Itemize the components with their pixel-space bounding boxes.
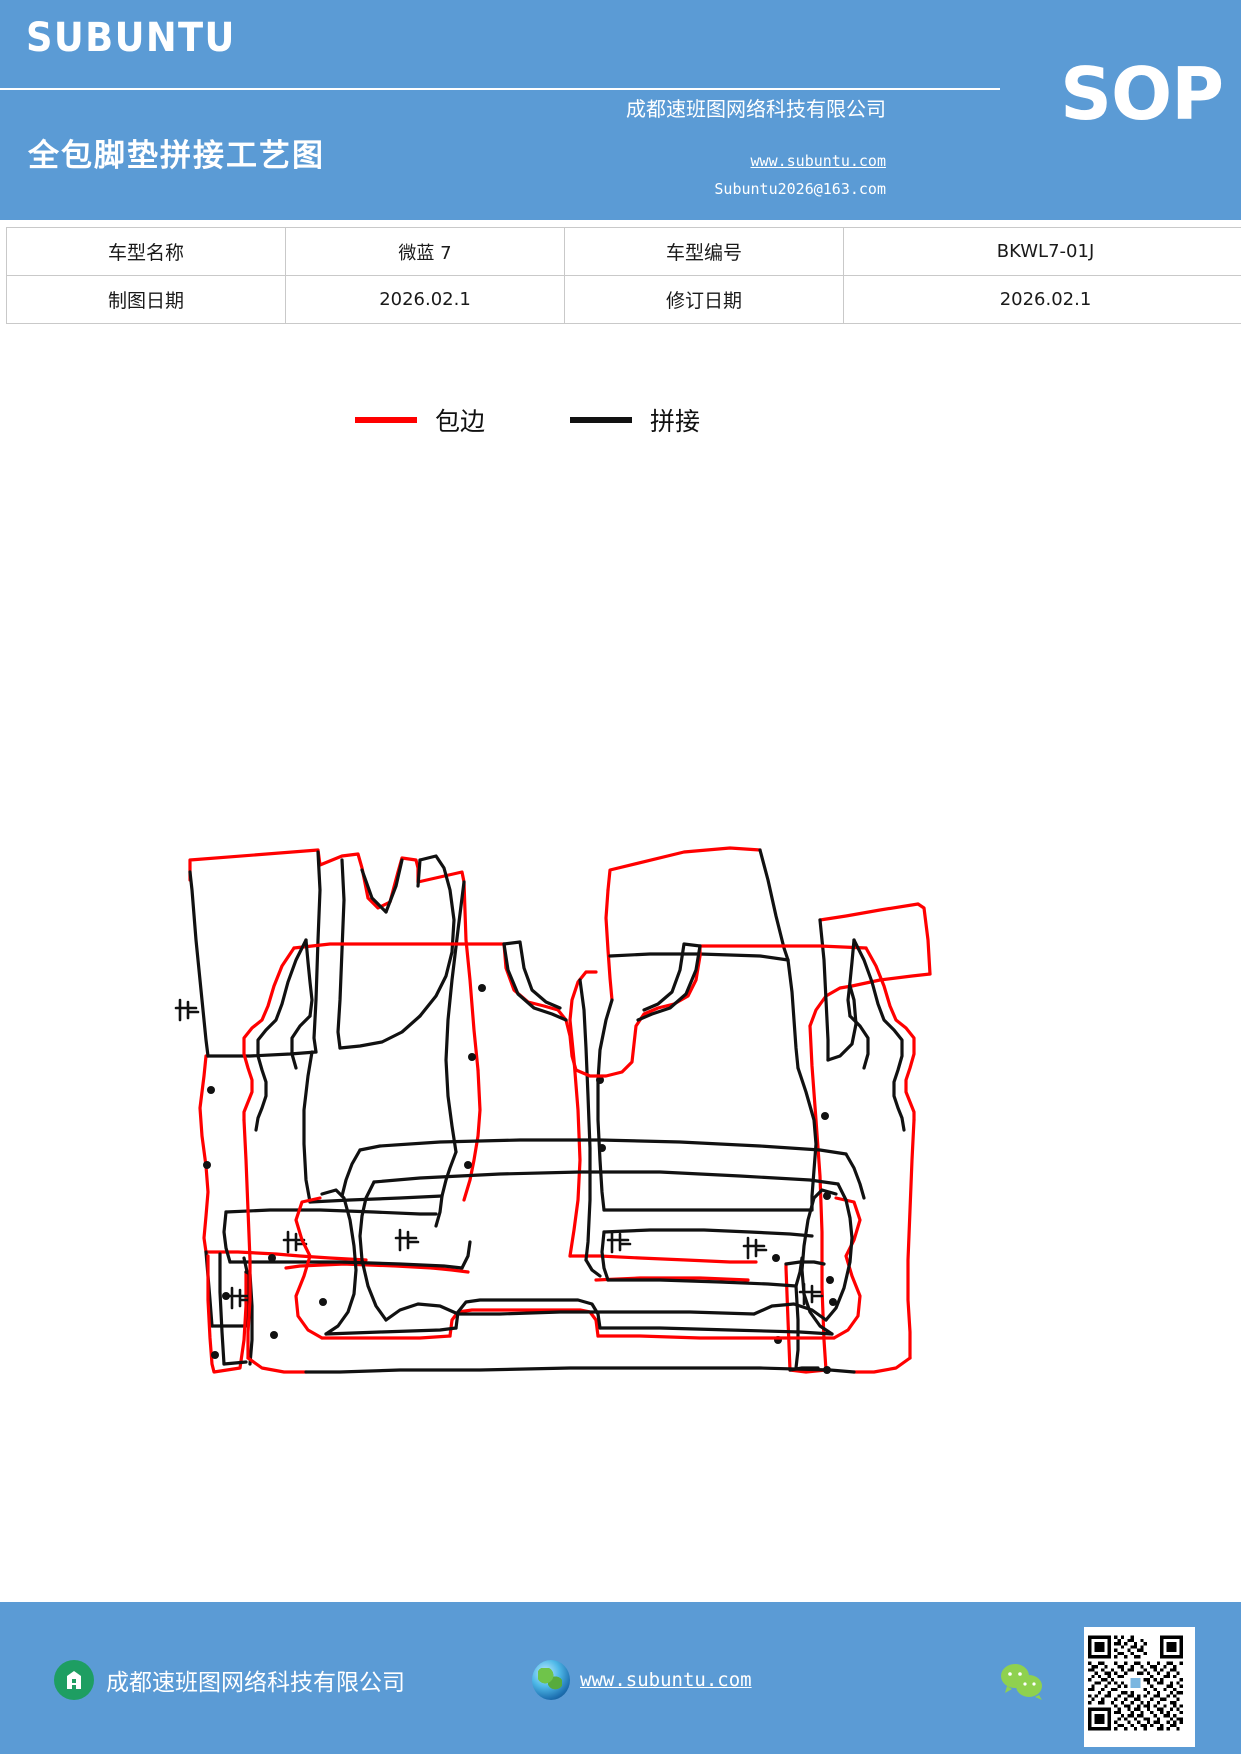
footer-website-link[interactable]: www.subuntu.com: [580, 1669, 752, 1691]
page-header: SUBUNTU 成都速班图网络科技有限公司 全包脚垫拼接工艺图 www.subu…: [0, 0, 1241, 220]
red-line-swatch-icon: [355, 417, 417, 423]
brand-logo: SUBUNTU: [26, 15, 236, 61]
value-draw-date: 2026.02.1: [285, 275, 565, 324]
floor-mat-technical-drawing: [0, 420, 1241, 1400]
rear-mat-seams: [254, 938, 906, 1374]
left-accessory-panel: [206, 1254, 248, 1374]
legend-label-binding: 包边: [435, 409, 486, 436]
globe-icon: [532, 1660, 570, 1700]
legend-item-seam: 拼接: [570, 402, 700, 438]
rivet-dots-trunk: [319, 1298, 837, 1306]
page-footer: 成都速班图网络科技有限公司 www.subuntu.com: [0, 1602, 1241, 1754]
legend-label-seam: 拼接: [650, 409, 701, 436]
footer-company-name: 成都速班图网络科技有限公司: [106, 1670, 405, 1695]
stop-marker-icon: [174, 998, 420, 1310]
black-line-swatch-icon: [570, 417, 632, 423]
company-building-icon: [54, 1660, 94, 1700]
stop-marker-icon: [606, 1230, 824, 1306]
label-model-name: 车型名称: [6, 227, 286, 276]
table-row: 车型名称 微蓝 7 车型编号 BKWL7-01J: [6, 227, 1241, 276]
sop-badge: SOP: [1060, 52, 1224, 136]
vehicle-info-table: 车型名称 微蓝 7 车型编号 BKWL7-01J 制图日期 2026.02.1 …: [6, 227, 1241, 324]
front-right-mat-seams: [578, 848, 858, 1372]
legend: 包边 拼接: [0, 402, 1241, 442]
value-model-code: BKWL7-01J: [843, 227, 1241, 276]
rivet-dots-right: [596, 1076, 834, 1374]
footer-website[interactable]: www.subuntu.com: [532, 1660, 752, 1700]
page-title: 全包脚垫拼接工艺图: [28, 138, 325, 174]
footer-company: 成都速班图网络科技有限公司: [54, 1660, 405, 1700]
trunk-mat-seams: [320, 1138, 866, 1336]
label-model-code: 车型编号: [564, 227, 844, 276]
rivet-dots-rear: [268, 1254, 782, 1344]
qr-code: [1084, 1627, 1195, 1747]
label-revision-date: 修订日期: [564, 275, 844, 324]
front-left-mat-binding: [188, 848, 482, 1274]
label-draw-date: 制图日期: [6, 275, 286, 324]
front-left-mat-seams: [188, 850, 472, 1328]
trunk-mat-binding: [294, 1196, 862, 1340]
front-right-mat-binding: [568, 846, 932, 1374]
legend-item-binding: 包边: [355, 402, 485, 438]
header-divider: [0, 88, 1000, 90]
wechat-icon: [999, 1662, 1045, 1700]
table-row: 制图日期 2026.02.1 修订日期 2026.02.1: [6, 275, 1241, 324]
value-revision-date: 2026.02.1: [843, 275, 1241, 324]
value-model-name: 微蓝 7: [285, 227, 565, 276]
header-email: Subuntu2026@163.com: [714, 180, 886, 198]
header-website-link[interactable]: www.subuntu.com: [750, 152, 886, 170]
rivet-dots-left: [203, 984, 486, 1359]
header-company-name: 成都速班图网络科技有限公司: [626, 99, 886, 121]
